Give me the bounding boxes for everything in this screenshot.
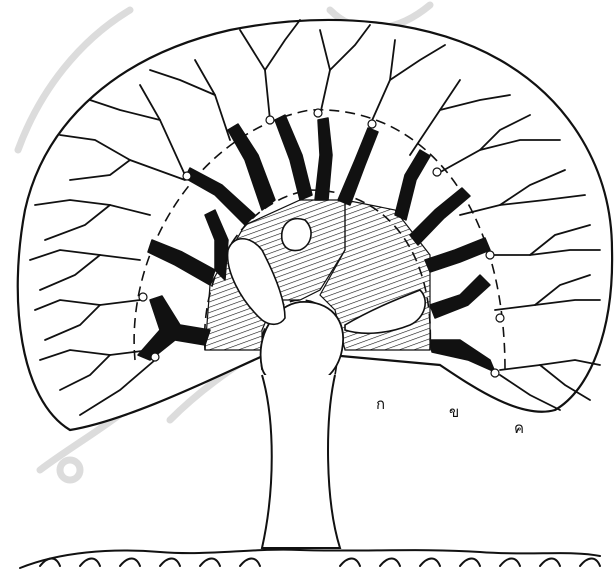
node-marker <box>433 168 441 176</box>
node-marker <box>314 109 322 117</box>
zone-label-c: ค <box>514 421 524 436</box>
node-marker <box>266 116 274 124</box>
zone-label-a: ก <box>376 397 385 412</box>
ground <box>20 550 600 568</box>
zone-label-b: ข <box>449 405 459 420</box>
node-marker <box>151 353 159 361</box>
node-marker <box>183 172 191 180</box>
trunk <box>262 375 340 548</box>
node-marker <box>368 120 376 128</box>
node-marker <box>496 314 504 322</box>
node-marker <box>486 251 494 259</box>
node-marker <box>491 369 499 377</box>
node-marker <box>139 293 147 301</box>
